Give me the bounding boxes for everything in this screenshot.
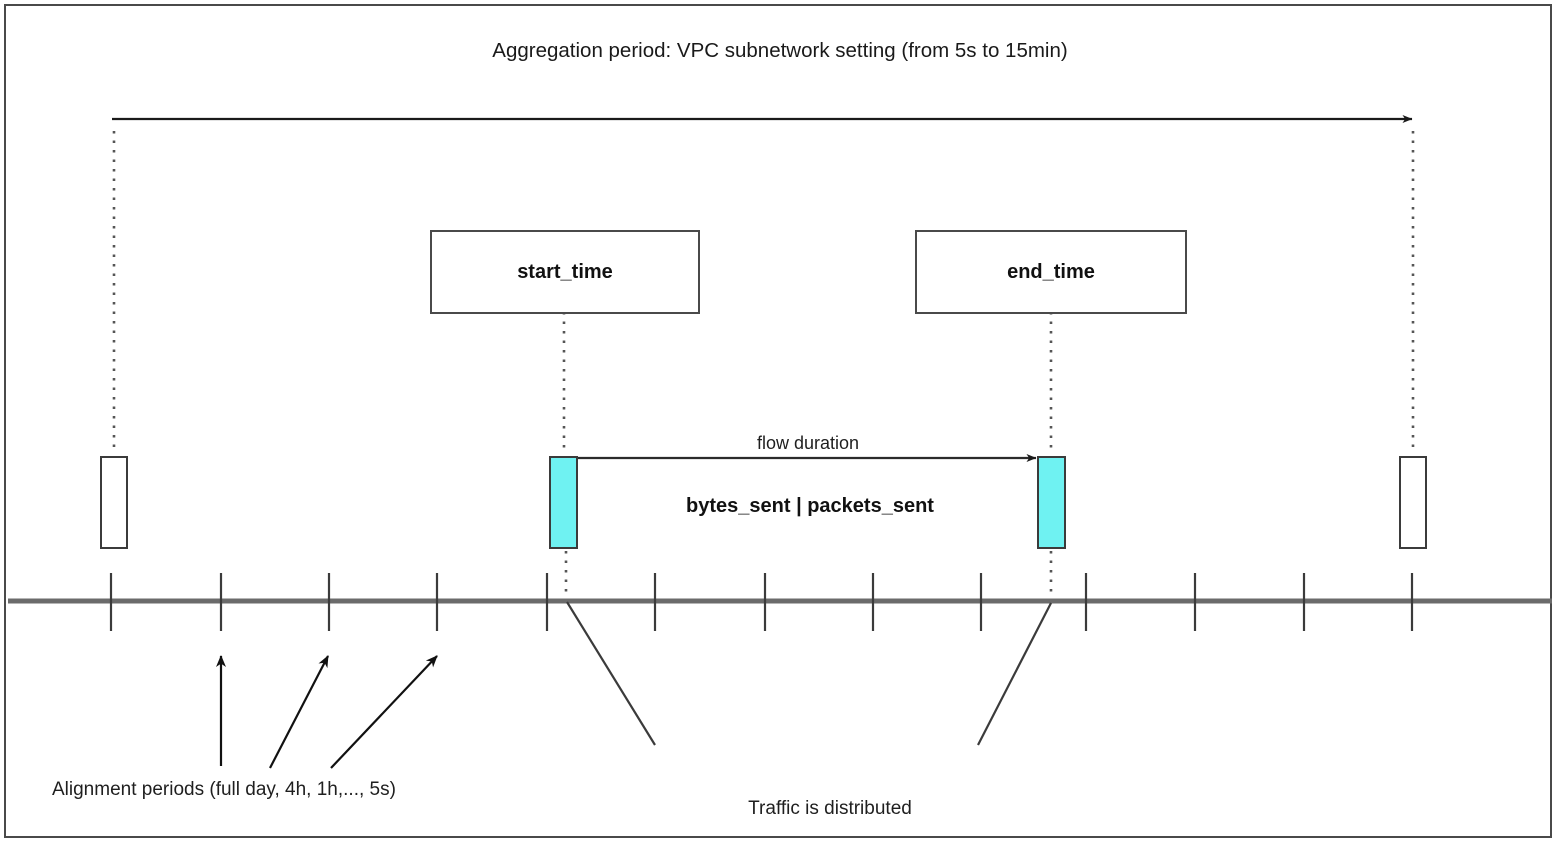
- end-time-box[interactable]: end_time: [915, 230, 1187, 314]
- start-time-event-marker: [549, 456, 578, 549]
- metrics-label: bytes_sent | packets_sent: [686, 495, 934, 517]
- diagram-frame: [4, 4, 1552, 838]
- traffic-distribution-note: Traffic is distributed proportionally am…: [690, 748, 970, 846]
- left-boundary-event-marker: [100, 456, 128, 549]
- start-time-box-label: start_time: [517, 260, 613, 283]
- flow-duration-label: flow duration: [756, 433, 860, 453]
- right-boundary-event-marker: [1399, 456, 1427, 549]
- end-time-event-marker: [1037, 456, 1066, 549]
- page-title: Aggregation period: VPC subnetwork setti…: [492, 39, 1068, 62]
- end-time-box-label: end_time: [1007, 260, 1095, 283]
- traffic-note-line-1: Traffic is distributed: [748, 797, 912, 819]
- start-time-box[interactable]: start_time: [430, 230, 700, 314]
- alignment-periods-caption: Alignment periods (full day, 4h, 1h,...,…: [52, 779, 396, 800]
